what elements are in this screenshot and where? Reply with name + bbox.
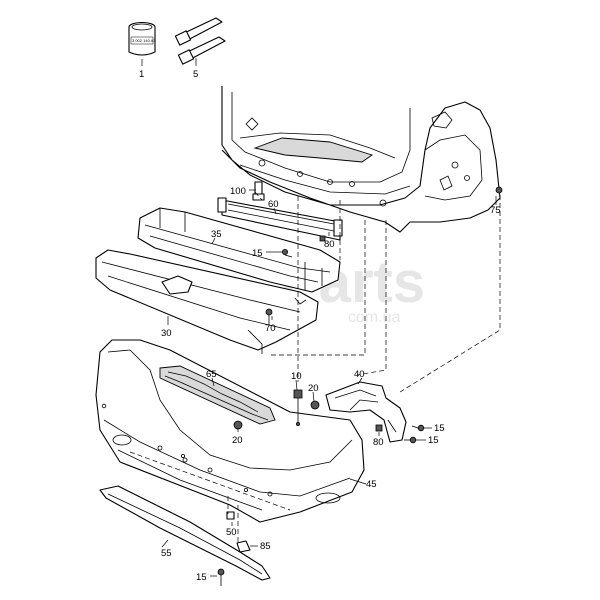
part-70-screw[interactable] [265, 308, 273, 326]
callout-65: 65 [206, 369, 217, 380]
part-45-bumper-cover[interactable] [95, 339, 365, 523]
callout-15-bracket-upper: 15 [434, 423, 445, 434]
leader-lines [141, 58, 497, 577]
part-80-nut-upper[interactable] [319, 235, 326, 242]
part-15-screw-upper[interactable] [281, 248, 293, 258]
callout-85: 85 [260, 541, 271, 552]
part-30-bumper-carrier[interactable] [95, 249, 319, 354]
part-85-clip[interactable] [236, 540, 251, 553]
callout-80-upper: 80 [324, 239, 335, 250]
callout-10: 10 [291, 371, 302, 382]
part-50-clip[interactable] [226, 511, 235, 520]
assembly-lines [227, 191, 501, 542]
part-75-clip[interactable] [495, 186, 503, 194]
part-35-impact-absorber[interactable] [137, 207, 341, 293]
callout-75: 75 [490, 205, 501, 216]
callout-30: 30 [161, 328, 172, 339]
part-1-sealant-cartridge[interactable]: 3 002 140 A1 [128, 21, 156, 56]
part-10-bolt[interactable] [293, 389, 303, 426]
part-40-side-bracket[interactable] [325, 381, 407, 443]
part-80-nut-bracket[interactable] [375, 424, 383, 432]
callout-40: 40 [354, 369, 365, 380]
part-15-screw-lower[interactable] [217, 568, 225, 586]
callout-35: 35 [211, 229, 222, 240]
callout-15-bracket-lower: 15 [428, 435, 439, 446]
callout-60: 60 [268, 199, 279, 210]
part-15-screw-bracket-upper[interactable] [411, 424, 425, 432]
callout-20-left: 20 [232, 435, 243, 446]
callout-100: 100 [230, 186, 246, 197]
callout-15-lower: 15 [196, 572, 207, 583]
callout-45: 45 [366, 479, 377, 490]
part-55-lower-trim[interactable] [99, 485, 271, 581]
callout-5: 5 [193, 69, 198, 80]
part-marking: 3 002 140 A1 [132, 38, 156, 43]
callout-20-right: 20 [308, 383, 319, 394]
callout-70: 70 [265, 323, 276, 334]
part-5-clip-tools[interactable] [174, 17, 226, 65]
part-65-grille-strip[interactable] [159, 365, 276, 425]
part-100-clip[interactable] [252, 181, 265, 201]
callouts: 1 5 100 60 35 15 80 75 30 70 65 10 20 40… [139, 69, 501, 583]
part-60-crossmember[interactable] [217, 197, 343, 241]
part-15-screw-bracket-lower[interactable] [404, 436, 417, 444]
watermark-domain: com.ua [348, 309, 401, 326]
callout-80-bracket: 80 [373, 437, 384, 448]
callout-15-upper: 15 [252, 248, 263, 259]
callout-50: 50 [226, 527, 237, 538]
vehicle-rear-body [221, 86, 501, 233]
part-20-nut-left[interactable] [233, 420, 243, 430]
callout-55: 55 [161, 548, 172, 559]
part-20-nut-right[interactable] [310, 400, 320, 410]
callout-1: 1 [139, 69, 144, 80]
